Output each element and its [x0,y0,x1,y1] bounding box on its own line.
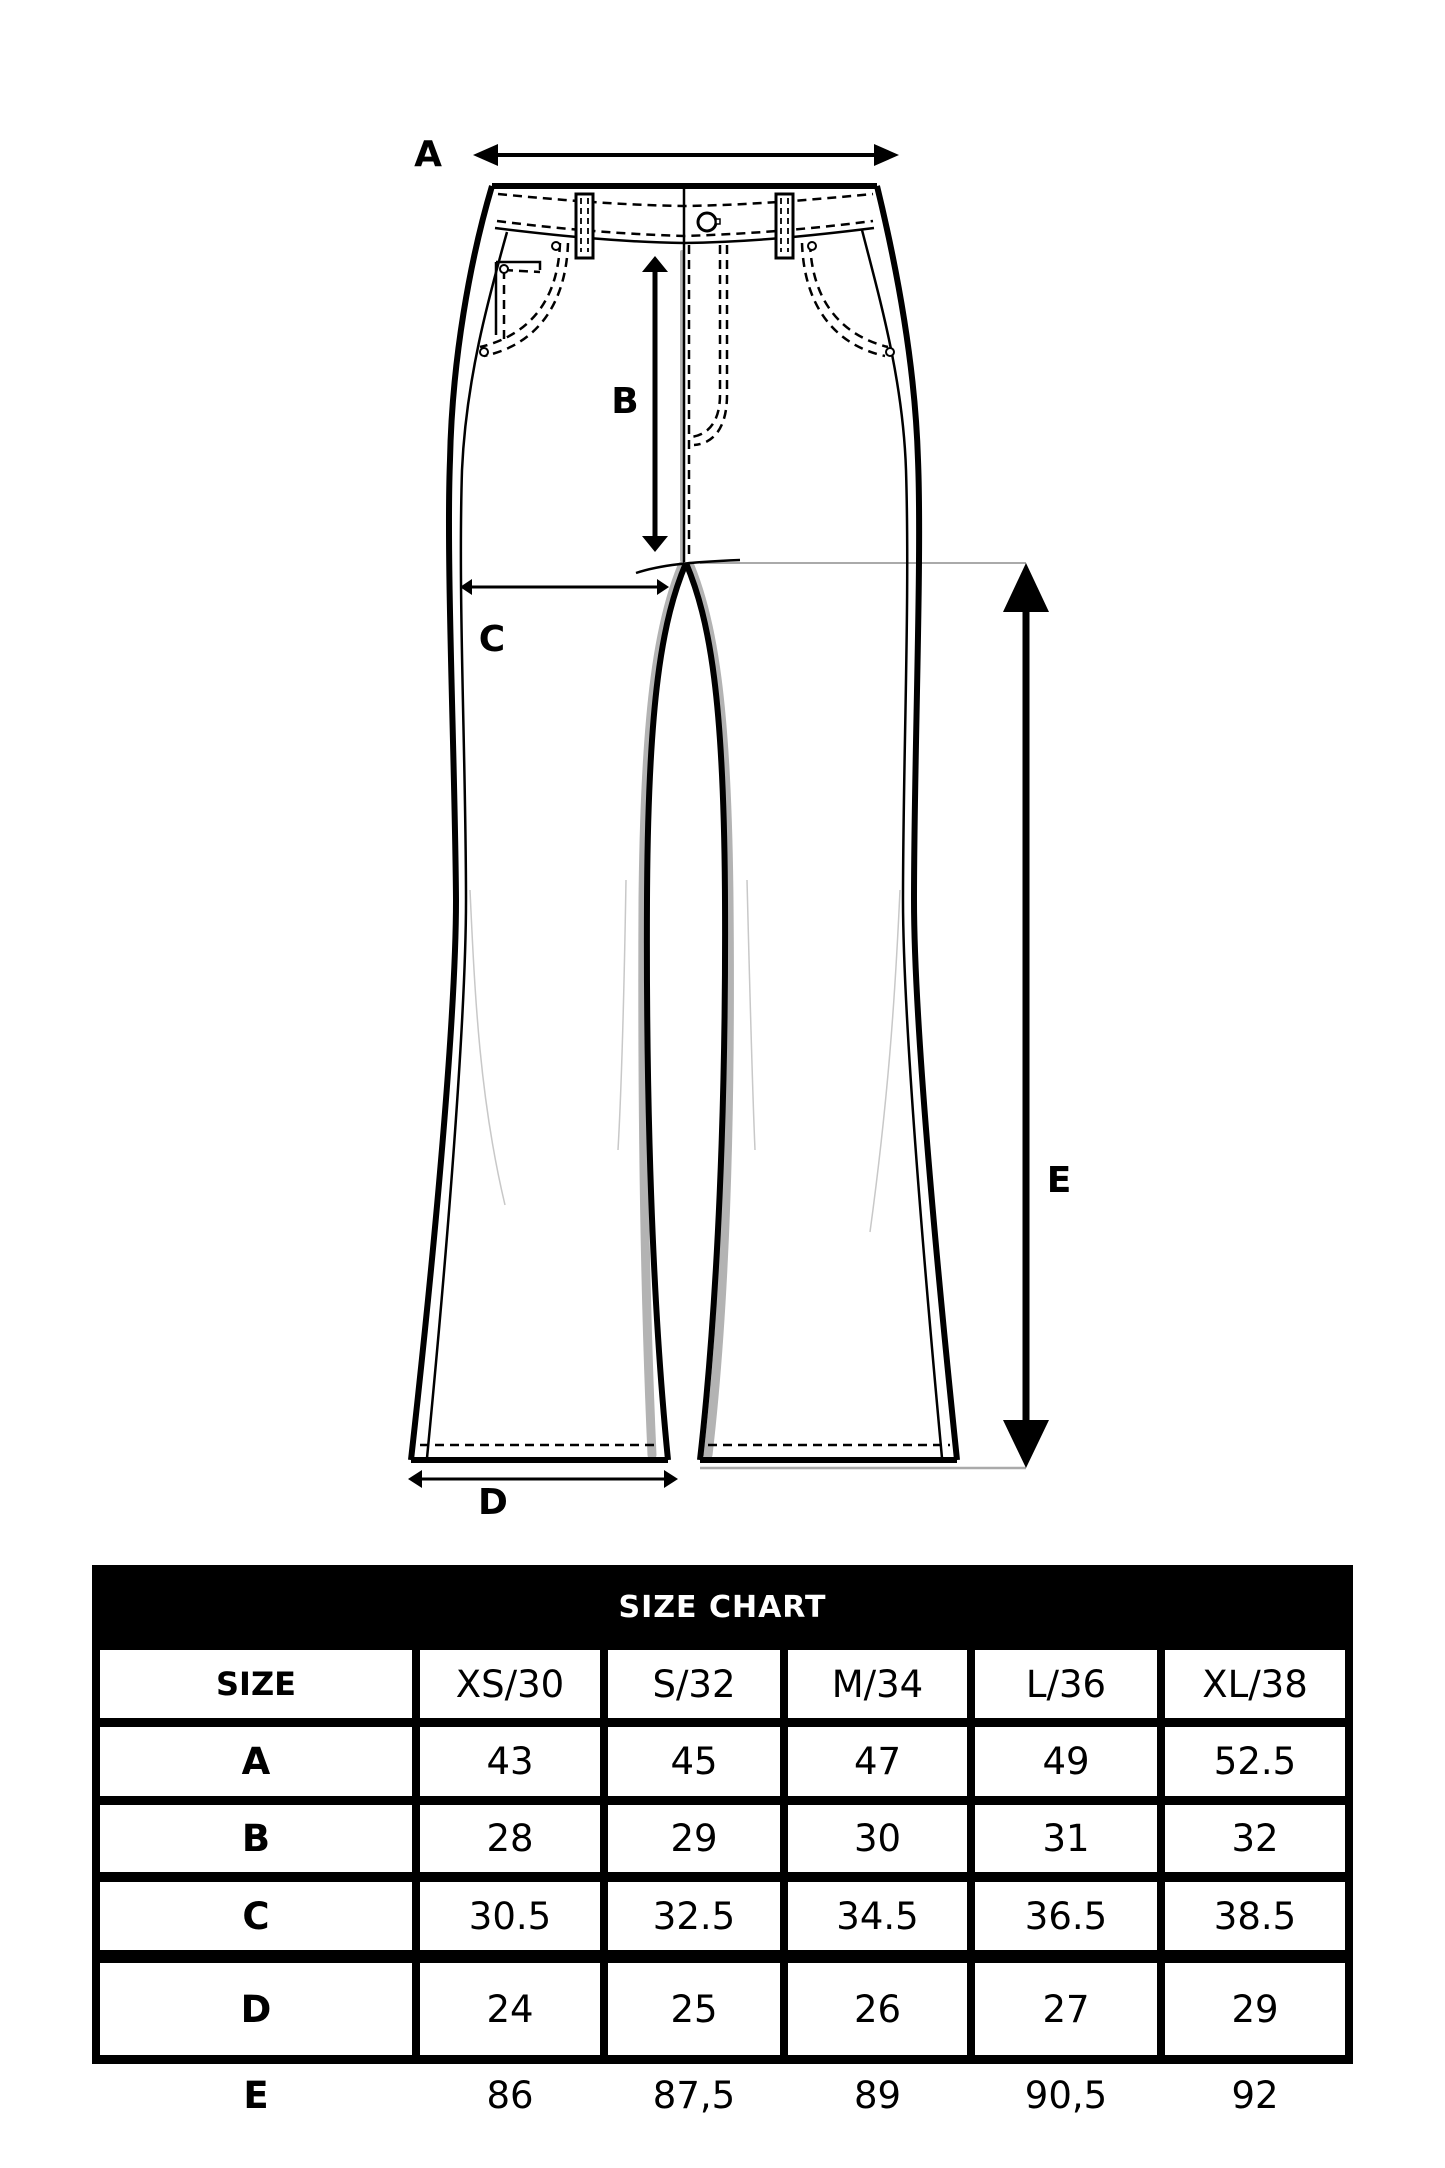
row-c-xl: 38.5 [1165,1882,1345,1950]
jeans-sketch-icon [408,144,1049,1488]
row-a-xs: 43 [420,1727,600,1796]
row-d-m: 26 [788,1963,967,2055]
header-size-xl: XL/38 [1165,1650,1345,1718]
row-b-l: 31 [975,1805,1157,1872]
header-size-s: S/32 [608,1650,780,1718]
row-b-label: B [100,1805,412,1872]
row-c-m: 34.5 [788,1882,967,1950]
header-size-m: M/34 [788,1650,967,1718]
row-e-l: 90,5 [1024,2073,1108,2117]
row-e-xl: 92 [1231,2073,1279,2117]
row-e-xs: 86 [486,2073,534,2117]
row-d-label: D [100,1963,412,2055]
measurement-label-b: B [611,381,639,422]
row-a-m: 47 [788,1727,967,1796]
header-size-xs: XS/30 [420,1650,600,1718]
row-d-xl: 29 [1165,1963,1345,2055]
row-b-m: 30 [788,1805,967,1872]
jeans-measurement-diagram: A B C D E [408,134,1072,1523]
row-c-label: C [100,1882,412,1950]
row-c-l: 36.5 [975,1882,1157,1950]
measurement-label-c: C [478,619,506,660]
row-e-m: 89 [853,2073,902,2117]
measurement-label-a: A [414,134,442,175]
measurement-label-e: E [1046,1160,1072,1201]
row-b-s: 29 [608,1805,780,1872]
row-d-xs: 24 [420,1963,600,2055]
header-size-label: SIZE [100,1650,412,1718]
row-a-s: 45 [608,1727,780,1796]
row-a-label: A [100,1727,412,1796]
row-c-xs: 30.5 [420,1882,600,1950]
row-b-xs: 28 [420,1805,600,1872]
row-b-xl: 32 [1165,1805,1345,1872]
row-d-l: 27 [975,1963,1157,2055]
header-size-l: L/36 [975,1650,1157,1718]
size-chart-title: SIZE CHART [618,1590,827,1625]
row-e-s: 87,5 [652,2073,736,2117]
row-c-s: 32.5 [608,1882,780,1950]
row-e-label: E [243,2073,269,2117]
row-a-xl: 52.5 [1165,1727,1345,1796]
row-a-l: 49 [975,1727,1157,1796]
measurement-label-d: D [478,1482,508,1523]
row-d-s: 25 [608,1963,780,2055]
